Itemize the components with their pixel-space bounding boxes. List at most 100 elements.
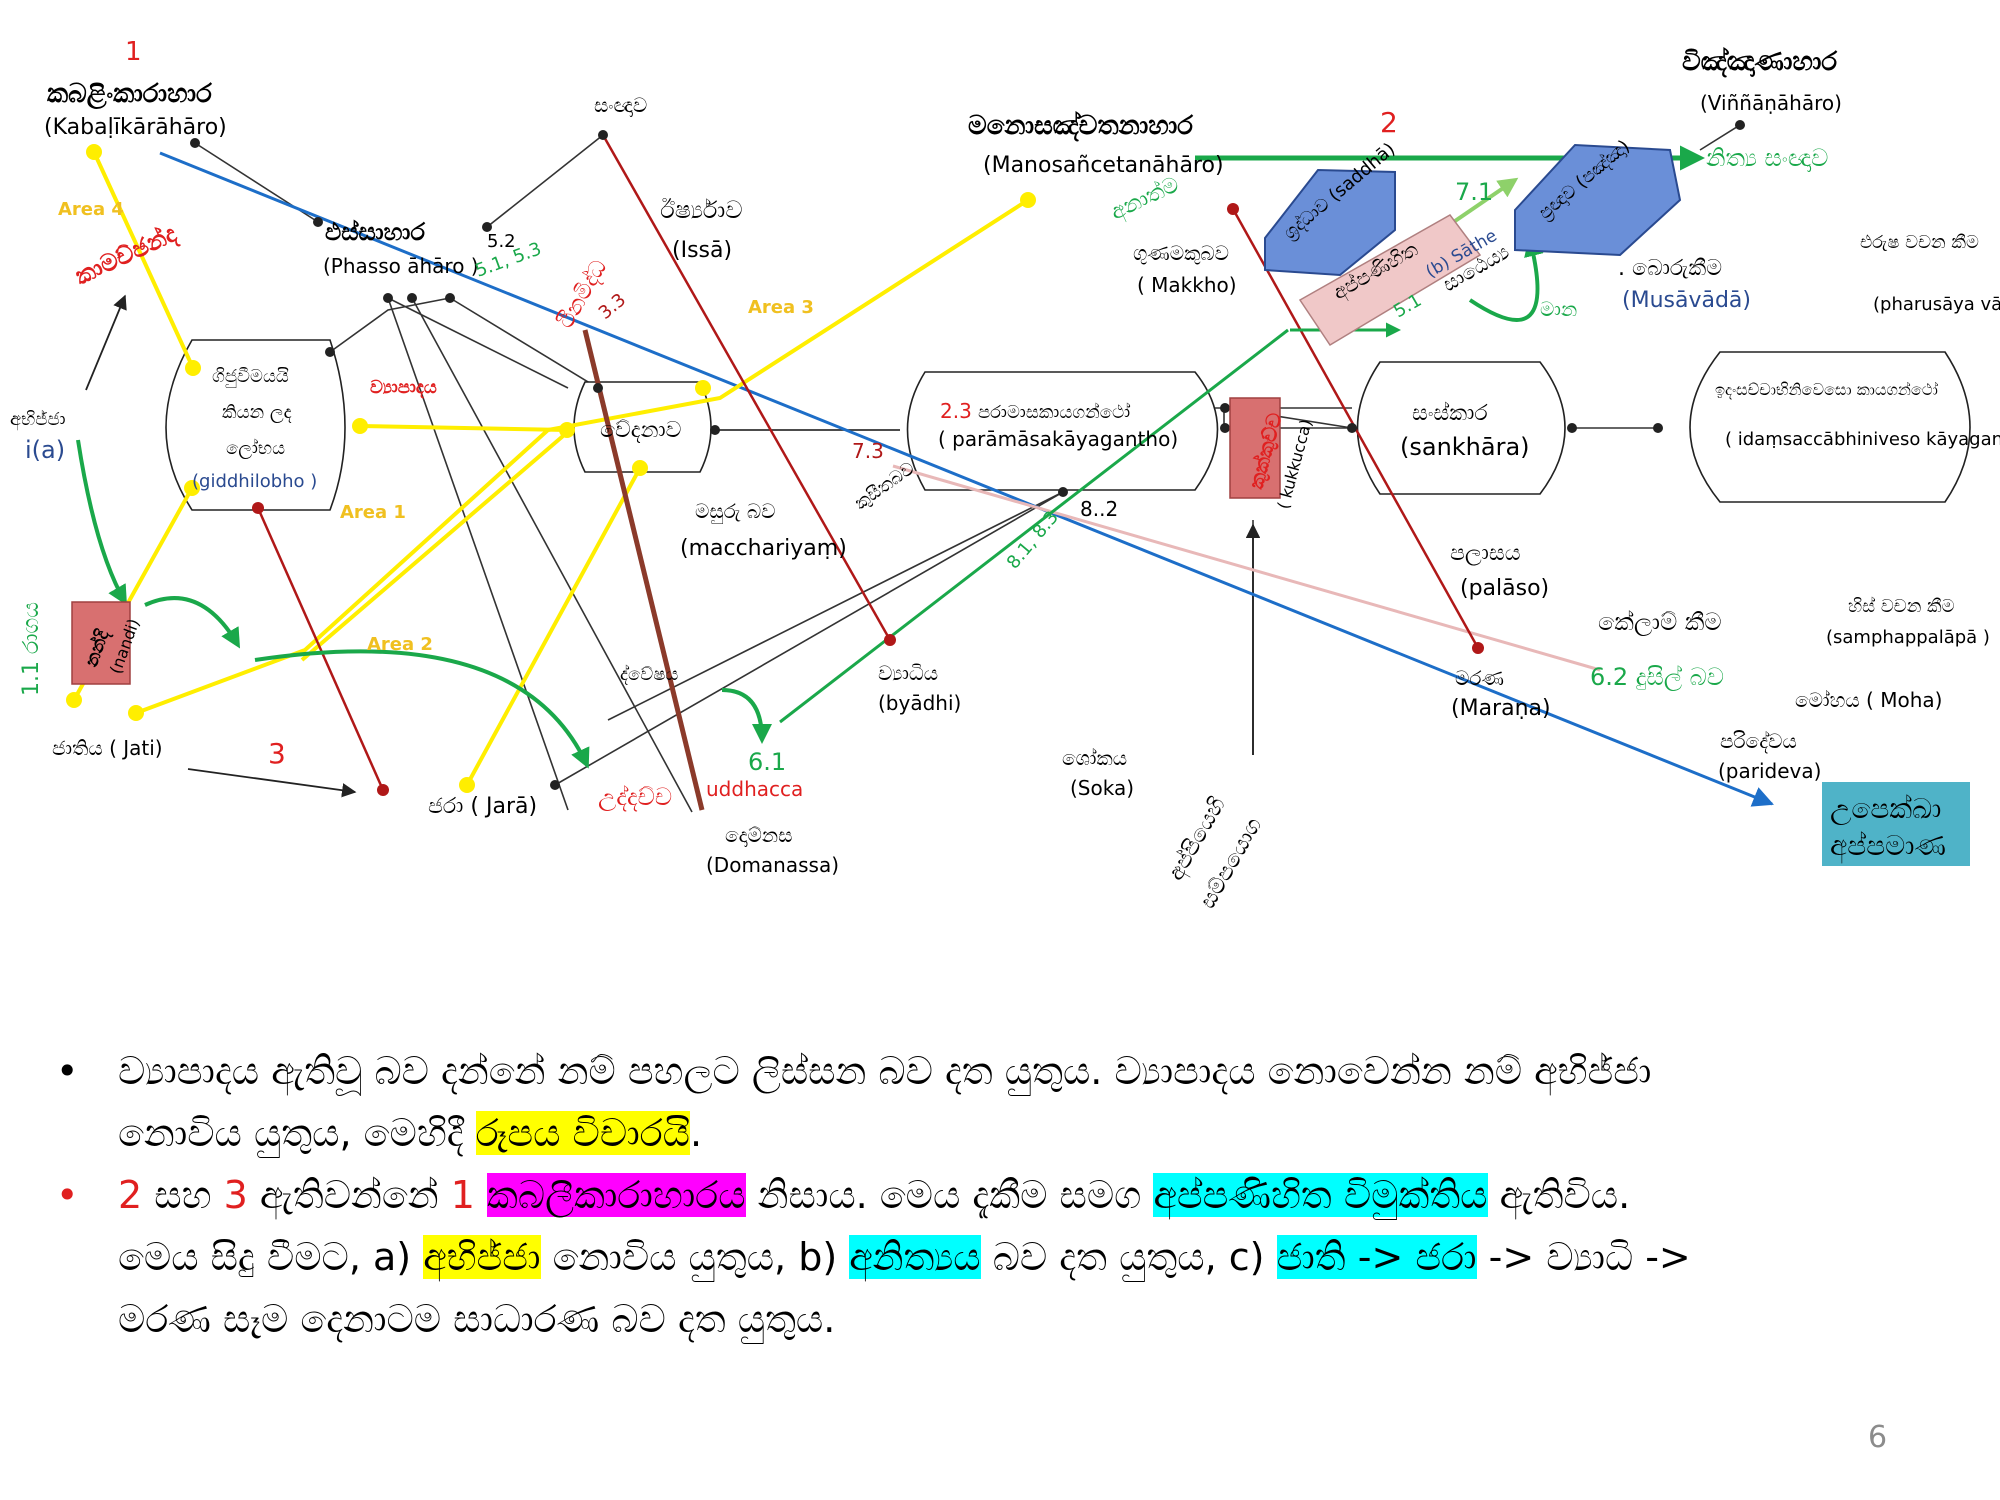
bullet-1-end: . [689,1111,703,1155]
n71-label: 7.1 [1455,178,1493,206]
dots [66,120,1745,796]
saddha-hex [1264,168,1396,277]
n52-label: 5.2 [487,231,516,252]
parideva-title: පරිදේවය [1720,729,1797,753]
vyadhi-title: ව්‍යාධිය [878,661,938,685]
vinnana-title: විඤ්ඤාණාහාර [1682,47,1838,78]
bullet-2-t2: නිසාය. මෙය දැකීම සමග [757,1173,1142,1217]
nithya-sangna: නිත්‍ය සංඥාව [1706,144,1828,172]
parideva-pali: (parideva) [1718,759,1821,783]
domanassa-pali: (Domanassa) [706,853,839,877]
diagram-canvas: 1 කබළිංකාරාහාර (Kabaḷīkārāhāro) සංඥාව මන… [10,37,2000,913]
sangnava-top: සංඥාව [594,93,647,117]
n3-label: 3 [268,737,286,770]
giddhi-3: ලෝභය [226,438,285,459]
thinamiddha-label: ථිනමිද්ධ [553,256,612,333]
area1-label: Area 1 [340,502,406,523]
n82-label: 8..2 [1080,497,1118,521]
n2-label: 2 [1380,106,1398,139]
n1-label: 1 [125,37,142,67]
giddhi-2: කියන ලද [222,402,292,423]
issa-pali: (Issā) [672,238,732,263]
paramasa-box [906,371,1219,491]
paramasa-num: 2.3 [940,399,972,423]
idam-box [1689,351,1971,503]
bullet-2-n3: 3 [223,1173,248,1217]
manosancetana-pali: (Manosañcetanāhāro) [983,153,1224,178]
sankhara-title: සංස්කාර [1412,401,1488,426]
abhijja-title: අභිජ්ජා [10,409,66,431]
bullet-2-t8: මරණ සෑම දෙනාටම සාධාරණ බව දත යුතුය. [118,1297,836,1341]
bullet-2-saha: සහ [154,1173,212,1217]
bullet-1: • ව්‍යාපාදය ඇතිවූ බව දන්නේ නම් පහලට ලිස්… [48,1040,1948,1164]
bullet-1-line2: නොවිය යුතුය, මෙහිදී [118,1111,464,1155]
manosancetana-title: මනොසඤ්චතනාහාර [968,111,1194,142]
bullet-1-line1: ව්‍යාපාදය ඇතිවූ බව දන්නේ නම් පහලට ලිස්සන… [118,1049,1652,1093]
paramasa-pali: ( parāmāsakāyagantho) [938,427,1178,451]
kelam-label: කේලාම් කීම [1598,608,1722,636]
bullet-2: • 2 සහ 3 ඇතිවන්නේ 1 කබලීකාරාහාරය නිසාය. … [48,1164,1948,1350]
musavada-pali: (Musāvādā) [1622,288,1751,313]
domanassa-title: දොම්නස [725,823,793,847]
bullet-2-t7: -> ව්‍යාධි -> [1488,1235,1691,1279]
bullet-2-n1: 1 [450,1173,475,1217]
giddhi-pali: (giddhilobho ) [192,471,317,492]
bullet-2-hl3: අභිජ්ජා [423,1235,541,1279]
bullet-dot-red: • [56,1173,79,1217]
upekkha-1: උපෙක්ඛා [1830,792,1941,825]
area3-label: Area 3 [748,297,814,318]
pharusa-pali: (pharusāya vācā) [1873,294,2000,315]
upekkha-box: උපෙක්ඛා අප්පමාණ [1822,782,1970,866]
macchariya-pali: (macchariyaṃ) [680,536,847,561]
area2-label: Area 2 [367,634,433,655]
n61-label: 6.1 [748,748,786,776]
bullet-2-t4: මෙය සිදු වීමට, a) [118,1235,412,1279]
musavada-title: . බොරුකීම [1618,256,1722,281]
bullet-list: • ව්‍යාපාදය ඇතිවූ බව දන්නේ නම් පහලට ලිස්… [48,1040,1948,1350]
shapes [165,339,1971,511]
soka-title: ශෝකය [1062,746,1127,770]
macchariya-title: මසුරු බව [695,499,776,525]
samphappalapa-pali: (samphappalāpā ) [1826,627,1990,648]
n73-label: 7.3 [852,439,884,463]
vyadhi-pali: (byādhi) [878,691,961,715]
kusita-label: කුසීතබව [851,458,919,514]
green-line-main [779,328,1289,724]
giddhi-1: ගිජුවීමයයි [212,366,289,387]
kabalinkara-pali: (Kabaḷīkārāhāro) [44,115,227,140]
marana-title: මරණ [1455,666,1504,690]
kamachchanda-label: කාමච්ඡන්ද [71,219,182,292]
makkho-title: ගුණමකුබව [1133,241,1229,265]
pink-line [892,464,1601,672]
sankhara-box [1356,361,1566,495]
blue-line [159,151,1774,807]
thin-arrows [85,294,1261,798]
dvesha-label: ද්වේෂය [620,664,678,685]
vinnana-pali: (Viññāṇāhāro) [1700,91,1842,115]
idam-title: ඉදංසච්චාභිනිවෙසො කායගන්ථෝ [1715,380,1938,399]
uddhacca-title: උද්දච්ච [598,783,672,812]
phasso-pali: (Phasso āhāro ) [323,254,479,278]
giddhi-box [165,339,346,511]
raga-label: 1.1 රාගය [19,602,44,696]
bullet-2-t3: ඇතිවිය. [1499,1173,1631,1217]
bullet-2-t5: නොවිය යුතුය, b) [552,1235,838,1279]
issa-title: ඊර්ෂ්‍යාව [660,196,743,224]
palasa-title: පලාසය [1450,541,1521,566]
abhijja-code: i(a) [25,436,65,464]
sankhara-pali: (sankhāra) [1400,433,1530,461]
anatta-label: අනාත්ම [1107,172,1184,226]
bullet-2-t1: ඇතිවන්නේ [259,1173,439,1217]
pharusa-title: එරුෂ වචන කීම [1860,232,1979,253]
samphappalapa-title: හිස් වචන කීම [1848,596,1955,617]
bullet-2-n2: 2 [118,1173,143,1217]
vyapada-label: ව්‍යාපාදය [370,377,437,399]
soka-pali: (Soka) [1070,776,1134,800]
bullet-2-hl1: කබලීකාරාහාරය [487,1173,746,1217]
nandi-box [71,601,131,685]
kabalinkara-title: කබළිංකාරාහාර [47,79,213,110]
bullet-1-highlight: රූපය විචාරයි [475,1111,690,1155]
bullet-2-hl5: ජාති -> ජරා [1276,1235,1477,1279]
uddhacca-pali: uddhacca [706,777,803,801]
area4-label: Area 4 [58,199,124,220]
